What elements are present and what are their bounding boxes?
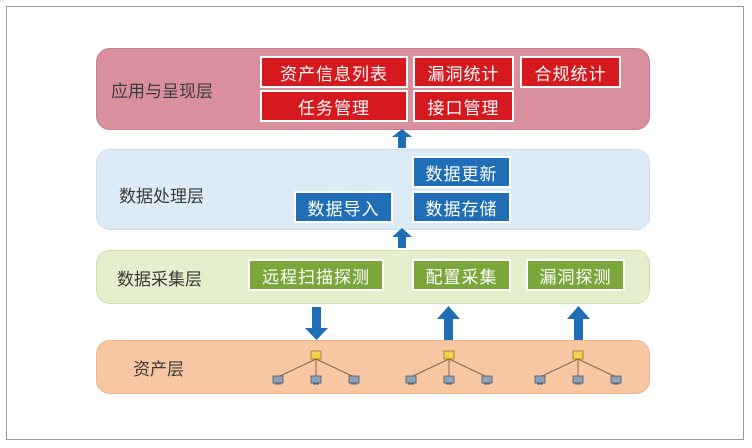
config-collect-box: 配置采集 bbox=[412, 259, 511, 291]
data-update-box: 数据更新 bbox=[412, 156, 511, 188]
processing-layer-label: 数据处理层 bbox=[119, 187, 204, 207]
arrow-down-icon bbox=[305, 307, 328, 340]
data-import-box: 数据导入 bbox=[294, 191, 393, 223]
arrow-up-icon bbox=[392, 228, 412, 248]
network-tree-icon bbox=[405, 350, 493, 385]
remote-scan-box: 远程扫描探测 bbox=[248, 259, 384, 291]
vuln-stats-box: 漏洞统计 bbox=[413, 56, 514, 88]
vuln-probe-box: 漏洞探测 bbox=[526, 259, 625, 291]
task-mgmt-box: 任务管理 bbox=[260, 90, 408, 122]
application-layer-label: 应用与呈现层 bbox=[111, 82, 213, 102]
arrow-up-icon bbox=[392, 129, 412, 148]
asset-layer: 资产层 bbox=[96, 340, 650, 394]
arrow-up-icon bbox=[437, 306, 460, 340]
network-tree-icon bbox=[272, 350, 360, 385]
network-tree-icon bbox=[534, 350, 622, 385]
arrow-up-icon bbox=[567, 306, 590, 340]
asset-info-list-box: 资产信息列表 bbox=[260, 56, 408, 88]
collection-layer-label: 数据采集层 bbox=[117, 270, 202, 290]
compliance-stats-box: 合规统计 bbox=[520, 56, 621, 88]
data-storage-box: 数据存储 bbox=[412, 191, 511, 223]
interface-mgmt-box: 接口管理 bbox=[413, 90, 514, 122]
asset-layer-label: 资产层 bbox=[133, 360, 184, 380]
